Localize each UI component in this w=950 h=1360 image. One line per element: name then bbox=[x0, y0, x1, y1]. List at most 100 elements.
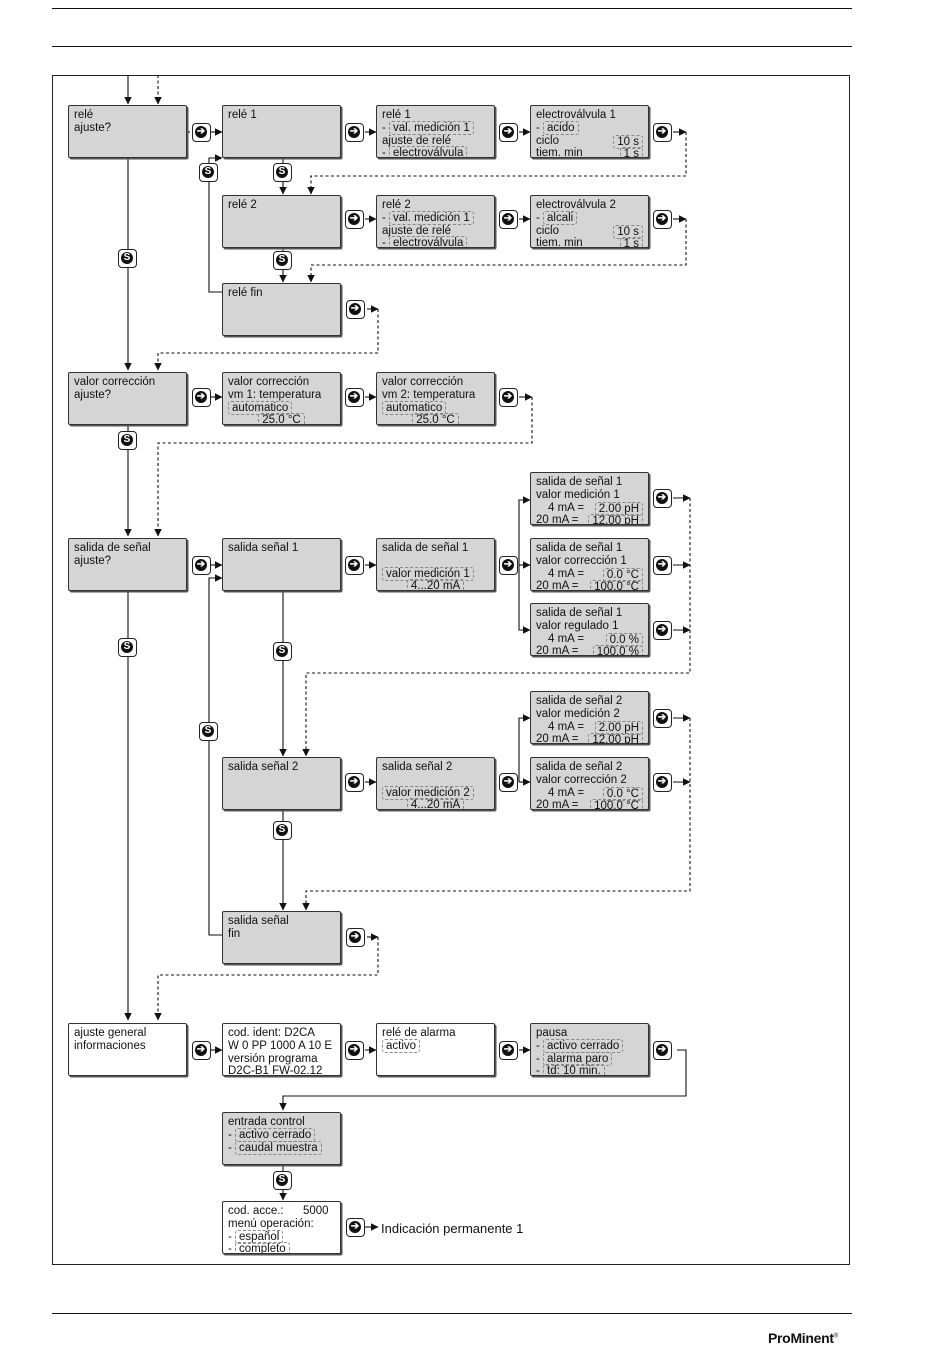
box-line: ciclo 10 s bbox=[536, 134, 643, 150]
box-line: salida de señal 1 bbox=[536, 476, 623, 488]
box-line: - activo cerrado bbox=[228, 1127, 335, 1142]
header-rule-top bbox=[52, 8, 852, 9]
param-value: 1 s bbox=[619, 237, 643, 247]
box-line: - alcali bbox=[536, 210, 643, 225]
scroll-key-icon: S bbox=[118, 638, 137, 657]
cod-ident-box: cod. ident: D2CA W 0 PP 1000 A 10 E vers… bbox=[222, 1023, 341, 1076]
param-value: 4...20 mA bbox=[406, 579, 465, 590]
box-line: relé bbox=[74, 109, 94, 121]
option-value: automatico bbox=[228, 400, 293, 415]
option-value: caudal muestra bbox=[235, 1140, 322, 1155]
dash: - bbox=[228, 1230, 236, 1243]
scroll-key-icon: S bbox=[273, 251, 292, 270]
box-line: valor corrección bbox=[382, 376, 464, 388]
box-line: relé de alarma bbox=[382, 1027, 456, 1039]
option-value: español bbox=[235, 1229, 284, 1244]
param-label: 20 mA = bbox=[536, 799, 579, 810]
scroll-key-icon: S bbox=[273, 642, 292, 661]
param-value: 4...20 mA bbox=[406, 798, 465, 809]
box-line: valor corrección 1 bbox=[536, 554, 627, 567]
box-line: salida señal 1 bbox=[228, 542, 299, 554]
salida-senal2-valor-correccion-box: salida de señal 2 valor corrección 2 4 m… bbox=[530, 757, 649, 810]
rele-ajuste-box: relé ajuste? bbox=[68, 105, 187, 158]
enter-key-icon: ➔ bbox=[499, 773, 518, 792]
box-line: - electroválvula bbox=[382, 146, 489, 157]
dash: - bbox=[228, 1141, 236, 1154]
enter-key-icon: ➔ bbox=[653, 210, 672, 229]
enter-key-icon: ➔ bbox=[345, 210, 364, 229]
box-line: relé 2 bbox=[228, 199, 257, 211]
box-line: salida de señal 1 bbox=[536, 542, 623, 554]
box-line: valor medición 1 bbox=[382, 566, 489, 581]
box-line: - español bbox=[228, 1229, 335, 1244]
dash: - bbox=[228, 1243, 236, 1254]
option-value: automatico bbox=[382, 400, 447, 415]
salida-senal2-valor-medicion-box: salida de señal 2 valor medición 2 4 mA … bbox=[530, 691, 649, 744]
enter-key-icon: ➔ bbox=[345, 123, 364, 142]
option-value: alarma paro bbox=[543, 1051, 613, 1066]
box-line: entrada control bbox=[228, 1116, 305, 1128]
salida-senal1-valor-regulado-box: salida de señal 1 valor regulado 1 4 mA … bbox=[530, 603, 649, 656]
box-line: W 0 PP 1000 A 10 E bbox=[228, 1039, 332, 1052]
box-line: valor corrección bbox=[228, 376, 310, 388]
salida-senal1-valor-correccion-box: salida de señal 1 valor corrección 1 4 m… bbox=[530, 538, 649, 591]
box-line: - td: 10 min. bbox=[536, 1064, 643, 1076]
header-rule-bottom bbox=[52, 46, 852, 47]
enter-key-icon: ➔ bbox=[346, 300, 365, 319]
dash: - bbox=[536, 1065, 544, 1076]
param-value: 0.0 °C bbox=[602, 567, 643, 583]
box-line: valor corrección 2 bbox=[536, 773, 627, 786]
param-label: 4 mA = bbox=[548, 632, 585, 645]
param-value: 0.0 °C bbox=[602, 786, 643, 802]
enter-key-icon: ➔ bbox=[192, 388, 211, 407]
box-line: - caudal muestra bbox=[228, 1140, 335, 1155]
box-line: salida de señal 1 bbox=[536, 607, 623, 619]
box-line: valor medición 1 bbox=[536, 488, 620, 501]
param-label: ciclo bbox=[536, 134, 560, 147]
box-line: salida señal bbox=[228, 915, 289, 927]
param-label: 20 mA = bbox=[536, 580, 579, 591]
box-line: 4 mA =0.0 °C bbox=[536, 786, 643, 802]
param-label: 4 mA = bbox=[548, 567, 585, 580]
param-value: 10 s bbox=[613, 134, 643, 150]
valor-correccion-vm2-box: valor corrección vm 2: temperatura autom… bbox=[376, 372, 495, 425]
box-line: 4 mA =0.0 % bbox=[536, 632, 643, 648]
valor-correccion-ajuste-box: valor corrección ajuste? bbox=[68, 372, 187, 425]
box-line: automatico bbox=[382, 400, 489, 415]
param-value: 12.00 pH bbox=[588, 514, 643, 524]
enter-key-icon: ➔ bbox=[653, 556, 672, 575]
param-label: cod. acce.: bbox=[228, 1205, 284, 1217]
salida-senal1-valor-medicion-box: salida de señal 1 valor medición 1 4 mA … bbox=[530, 472, 649, 525]
box-line: electroválvula 1 bbox=[536, 109, 616, 121]
box-line: - electroválvula bbox=[382, 236, 489, 248]
option-value: activo cerrado bbox=[543, 1038, 624, 1053]
box-line: 4...20 mA bbox=[382, 798, 489, 809]
enter-key-icon: ➔ bbox=[499, 210, 518, 229]
box-line: 4 mA = 0.0 °C bbox=[536, 567, 643, 583]
param-value: 100.0 °C bbox=[590, 580, 643, 590]
param-value: 25.0 °C bbox=[258, 413, 305, 424]
enter-key-icon: ➔ bbox=[192, 556, 211, 575]
enter-key-icon: ➔ bbox=[653, 489, 672, 508]
param-label: 20 mA = bbox=[536, 733, 579, 744]
cod-acceso-box: cod. acce.:5000 menú operación: - españo… bbox=[222, 1201, 341, 1254]
box-line: menú operación: bbox=[228, 1217, 314, 1230]
enter-key-icon: ➔ bbox=[499, 556, 518, 575]
dash: - bbox=[536, 121, 544, 134]
box-line bbox=[382, 774, 489, 787]
param-value: 1 s bbox=[619, 147, 643, 157]
box-line: valor medición 2 bbox=[382, 785, 489, 800]
scroll-key-icon: S bbox=[273, 163, 292, 182]
param-label: tiem. min bbox=[536, 237, 583, 248]
param-value: 2.00 pH bbox=[594, 501, 643, 517]
param-label: 4 mA = bbox=[548, 720, 585, 733]
scroll-key-icon: S bbox=[273, 1171, 292, 1190]
salida-senal1-box: salida señal 1 bbox=[222, 538, 341, 591]
dash: - bbox=[382, 237, 390, 248]
option-value: activo cerrado bbox=[235, 1127, 316, 1142]
diagram-frame bbox=[52, 75, 850, 1265]
scroll-key-icon: S bbox=[199, 163, 218, 182]
